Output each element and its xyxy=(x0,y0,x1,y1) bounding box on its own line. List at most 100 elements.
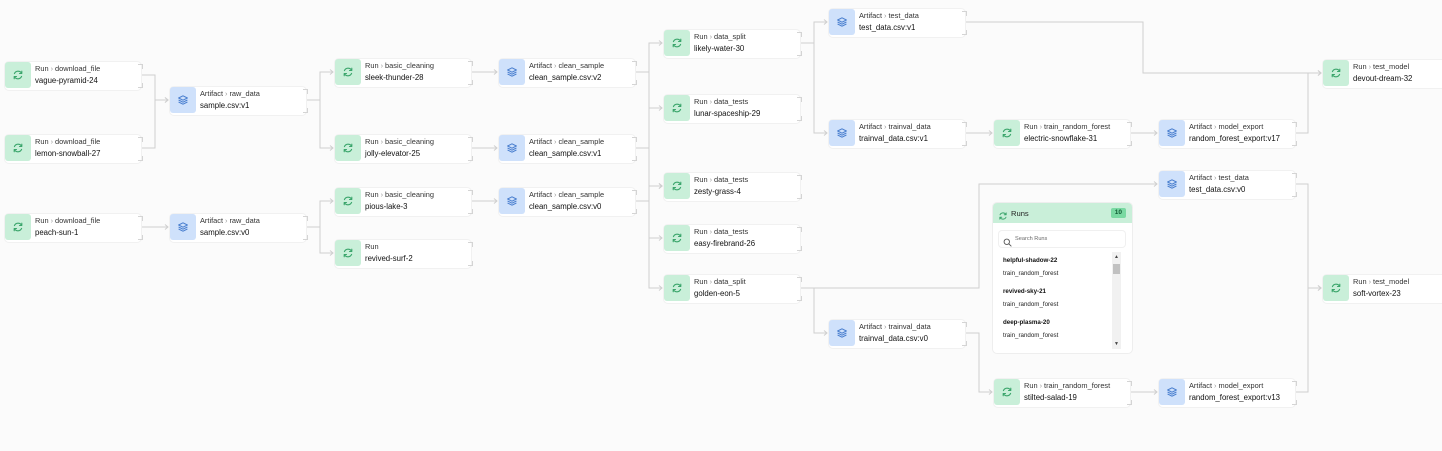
layers-icon xyxy=(829,320,855,346)
layers-icon xyxy=(499,188,525,214)
edge-arrow-icon xyxy=(1153,181,1158,187)
breadcrumb-separator: › xyxy=(709,97,713,106)
edge-clean-sample-v0-to-zesty-grass xyxy=(635,185,662,202)
edge-arrow-icon xyxy=(493,145,498,151)
edge-arrow-icon xyxy=(823,19,828,25)
breadcrumb-separator: › xyxy=(380,190,384,199)
node-name: sample.csv:v0 xyxy=(200,228,250,237)
resize-corner xyxy=(138,137,143,142)
node-name: random_forest_export:v13 xyxy=(1189,393,1281,402)
sync-icon xyxy=(664,173,690,199)
node-type: Run xyxy=(365,61,379,70)
node-type: Run xyxy=(35,137,49,146)
run-item-job: train_random_forest xyxy=(1003,332,1059,339)
node-header: Run›basic_cleaning xyxy=(365,190,434,199)
breadcrumb-separator: › xyxy=(1368,62,1372,71)
breadcrumb-separator: › xyxy=(709,227,713,236)
resize-corner xyxy=(632,80,637,85)
node-type: Run xyxy=(35,64,49,73)
node-name: clean_sample.csv:v0 xyxy=(529,202,602,211)
node-header: Run›download_file xyxy=(35,137,100,146)
node-header: Run›data_split xyxy=(694,277,746,286)
node-header: Artifact›raw_data xyxy=(200,89,260,98)
sync-icon xyxy=(335,59,361,85)
artifact-node-raw-data-v1[interactable]: Artifact›raw_data sample.csv:v1 xyxy=(170,87,308,115)
node-name: sample.csv:v1 xyxy=(200,101,250,110)
edge-model-export-v17-to-devout-dream xyxy=(1295,72,1321,134)
scrollbar-thumb[interactable] xyxy=(1113,264,1120,274)
edge-arrow-icon xyxy=(329,69,334,75)
layers-icon xyxy=(829,120,855,146)
node-job: test_data xyxy=(888,11,919,20)
resize-corner xyxy=(797,227,802,232)
runs-count-badge: 10 xyxy=(1110,208,1126,218)
node-name: test_data.csv:v1 xyxy=(859,23,916,32)
resize-corner xyxy=(962,341,967,346)
node-type: Artifact xyxy=(1189,122,1212,131)
scroll-down-arrow-icon[interactable]: ▼ xyxy=(1114,341,1119,347)
breadcrumb-separator: › xyxy=(1368,277,1372,286)
resize-corner xyxy=(138,156,143,161)
resize-corner xyxy=(138,216,143,221)
node-type: Run xyxy=(694,97,708,106)
layers-icon xyxy=(499,59,525,85)
node-header: Artifact›clean_sample xyxy=(529,190,604,199)
node-type: Run xyxy=(694,32,708,41)
scroll-up-arrow-icon[interactable]: ▲ xyxy=(1114,254,1119,260)
node-name: trainval_data.csv:v1 xyxy=(859,134,928,143)
node-header: Run›train_random_forest xyxy=(1024,122,1110,131)
resize-corner xyxy=(468,261,473,266)
resize-corner xyxy=(138,235,143,240)
resize-corner xyxy=(1292,192,1297,197)
resize-corner xyxy=(468,190,473,195)
node-name: lunar-spaceship-29 xyxy=(694,109,761,118)
node-job: download_file xyxy=(55,64,101,73)
artifact-node-clean-sample-v0[interactable]: Artifact›clean_sample clean_sample.csv:v0 xyxy=(499,188,637,216)
runs-search-box[interactable] xyxy=(999,231,1125,247)
resize-corner xyxy=(468,209,473,214)
node-header: Run›data_tests xyxy=(694,97,748,106)
run-node-lunar-spaceship[interactable]: Run›data_tests lunar-spaceship-29 xyxy=(664,95,802,123)
layers-icon xyxy=(1159,171,1185,197)
runs-list-scrollbar[interactable]: ▲ ▼ xyxy=(1112,252,1121,349)
resize-corner xyxy=(962,122,967,127)
runs-panel-title: Runs xyxy=(1011,209,1029,218)
resize-corner xyxy=(962,30,967,35)
sync-icon xyxy=(998,208,1008,226)
resize-corner xyxy=(797,97,802,102)
node-job: raw_data xyxy=(229,216,260,225)
breadcrumb-separator: › xyxy=(1039,122,1043,131)
edge-likely-water-to-trainval-v1 xyxy=(800,42,827,134)
node-header: Run›basic_cleaning xyxy=(365,61,434,70)
node-header: Artifact›model_export xyxy=(1189,122,1263,131)
runs-search-input[interactable] xyxy=(1015,233,1115,244)
